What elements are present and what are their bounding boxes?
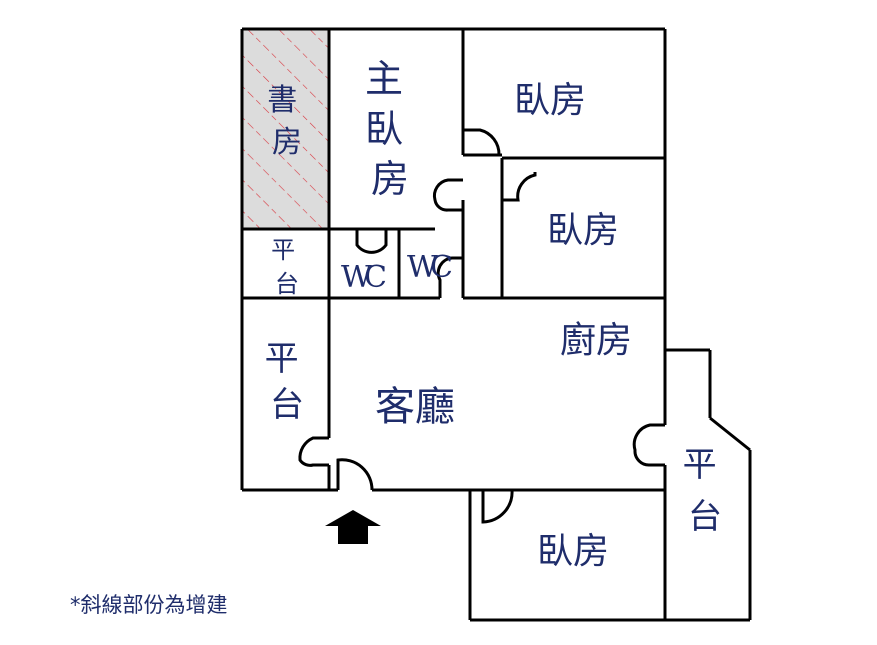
door-bedroom-bottom: [481, 489, 514, 524]
kitchen-label: 廚房: [560, 320, 632, 361]
study-hatched-area: [243, 29, 329, 228]
balcony-small-label: 平 台: [271, 236, 303, 298]
wc-left-label: WC: [341, 260, 387, 295]
doors: [298, 128, 665, 524]
door-bedroom-top: [463, 128, 501, 156]
balcony-left-label: 平 台: [265, 339, 310, 425]
walls: [240, 27, 752, 622]
master-bedroom-label: 主 臥 房: [365, 57, 415, 201]
entrance-arrow-icon: [325, 510, 381, 544]
extension-note: *斜線部份為增建: [70, 593, 228, 617]
door-master: [432, 178, 463, 212]
door-wc-left: [355, 229, 388, 254]
door-balcony-left: [298, 436, 329, 467]
bedroom-mid-label: 臥房: [547, 210, 619, 251]
living-room-label: 客廳: [375, 384, 455, 430]
door-wc-right: [436, 256, 463, 298]
wc-right-label: WC: [407, 250, 453, 285]
bedroom-top-label: 臥房: [514, 80, 586, 121]
study-label: 書 房: [267, 83, 307, 160]
bedroom-bottom-label: 臥房: [537, 531, 609, 572]
door-balcony-right: [632, 423, 665, 467]
door-bedroom-mid: [502, 172, 537, 202]
balcony-right-label: 平 台: [683, 445, 728, 537]
door-entrance: [336, 458, 374, 491]
